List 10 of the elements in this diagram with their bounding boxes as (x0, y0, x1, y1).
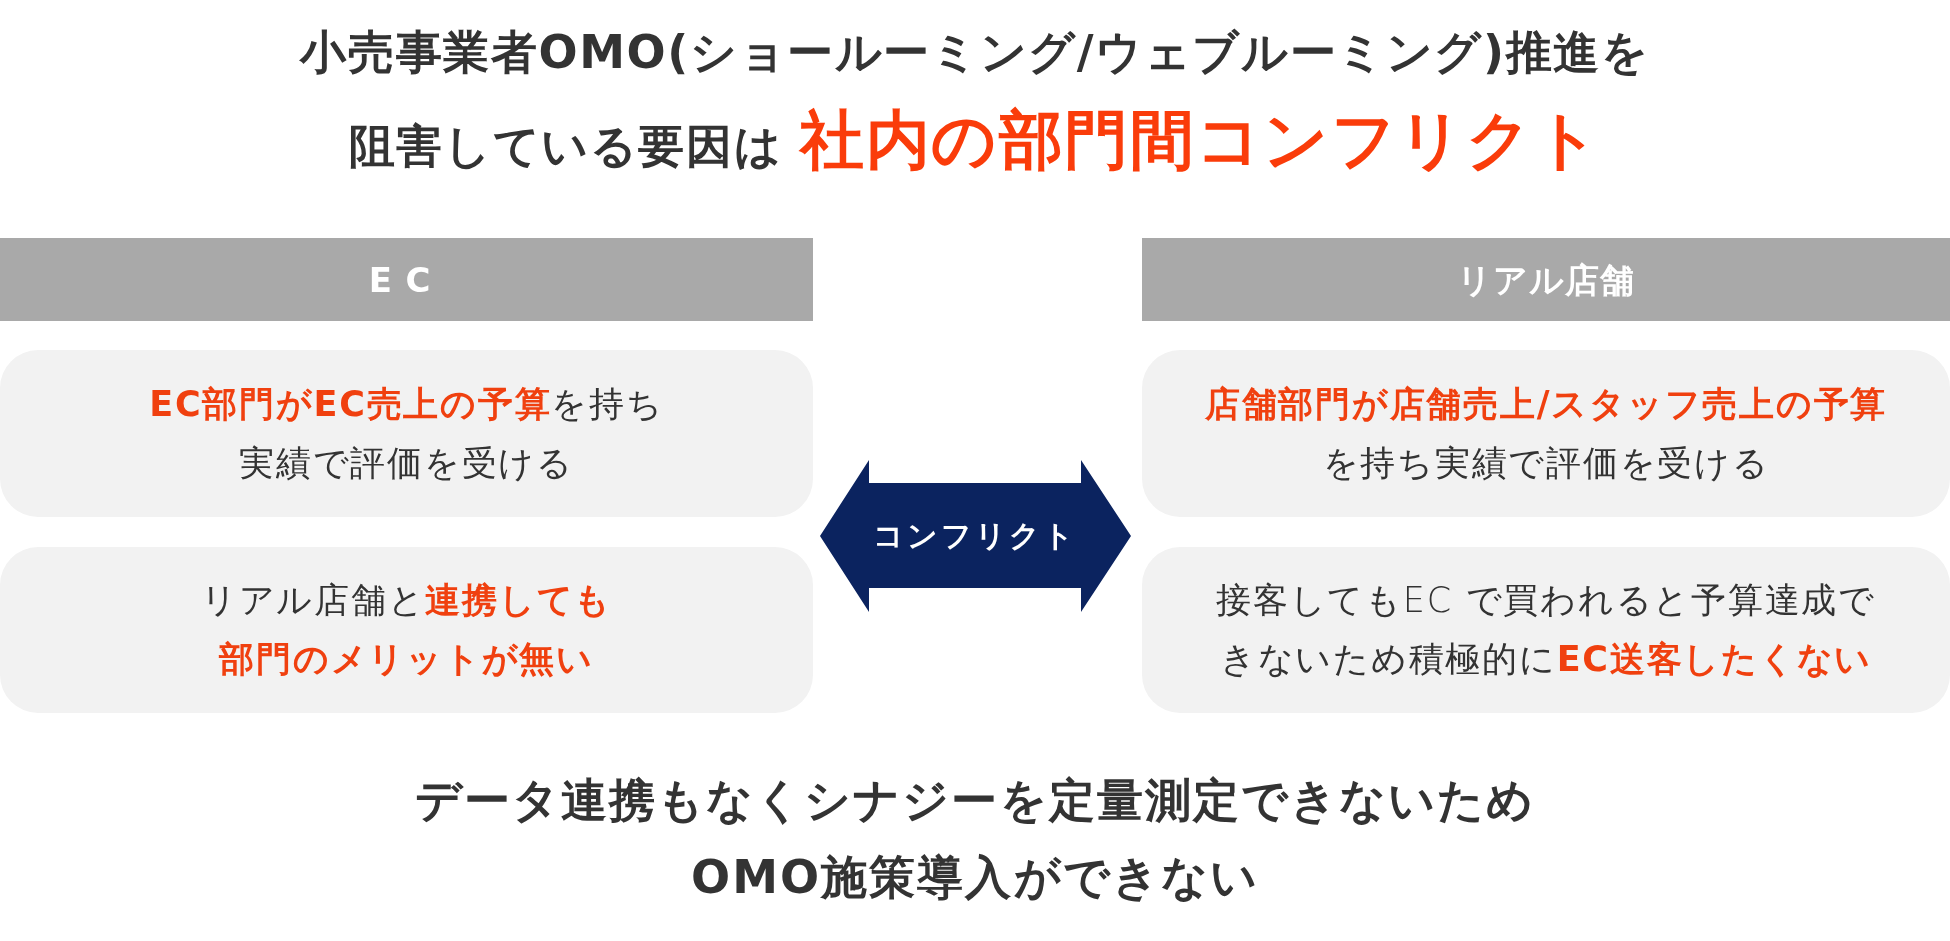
column-heading: EC (368, 259, 445, 300)
column-header-band (1142, 238, 1950, 321)
statement-text: 店舗部門が店舗売上/スタッフ売上の予算を持ち実績で評価を受ける (1203, 382, 1888, 485)
arrow-label: コンフリクト (873, 518, 1077, 554)
conclusion-text: データ連携もなくシナジーを定量測定できないためOMO施策導入ができない (413, 772, 1537, 906)
statement-text: リアル店舗と連携しても部門のメリットが無い (199, 579, 614, 681)
column-header-band (0, 238, 813, 321)
column-heading: リアル店舗 (1456, 259, 1636, 300)
title-heading: 小売事業者OMO(ショールーミング/ウェブルーミング)推進を阻害している要因は 社内の部門間コンフリクト (298, 24, 1651, 179)
statement-text: EC部門がEC売上の予算を持ち実績で評価を受ける (148, 382, 665, 485)
